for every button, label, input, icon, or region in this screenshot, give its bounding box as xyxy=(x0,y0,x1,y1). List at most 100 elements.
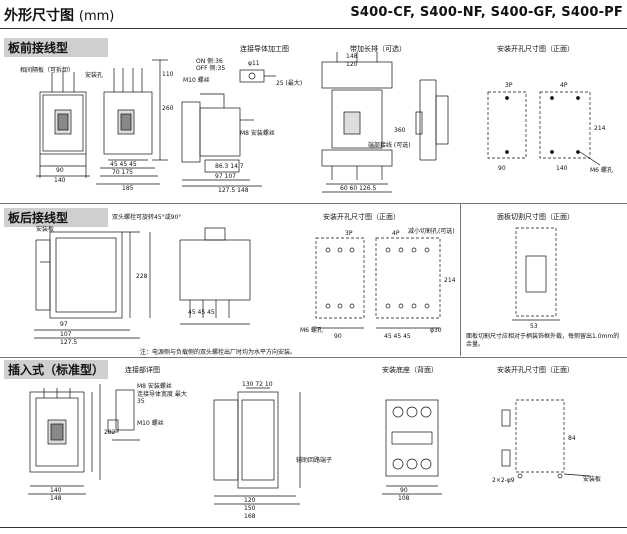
label-m10: M10 螺丝 xyxy=(183,77,210,84)
dim-text: 148 xyxy=(346,53,358,60)
dim-text: 90 xyxy=(334,333,342,340)
caption-cutout-rear: 安装开孔尺寸图（正面） xyxy=(323,213,400,221)
dim-text: 168 xyxy=(244,513,256,520)
caption-panel-cut: 面板切割尺寸图（正面） xyxy=(497,213,574,221)
label-m8-front: M8 安装螺丝 xyxy=(240,130,275,137)
front-view-cover xyxy=(36,72,90,178)
page-title: 外形尺寸图 (mm) xyxy=(4,8,115,24)
caption-cutout-front: 安装开孔尺寸图（正面） xyxy=(497,45,574,53)
cutout-front xyxy=(487,91,591,159)
dim-text: 110 xyxy=(162,71,174,78)
front-view-open xyxy=(96,59,168,185)
dim-text: 97 xyxy=(60,321,68,328)
label-phi11: φ11 xyxy=(248,60,260,67)
label-m6-front: M6 螺孔 xyxy=(590,167,613,174)
page-header: 外形尺寸图 (mm) S400-CF, S400-NF, S400-GF, S4… xyxy=(0,0,627,29)
dim-text: 148 xyxy=(50,495,62,502)
plugin-side-view xyxy=(213,387,301,505)
label-off-side: OFF 侧:35 xyxy=(196,65,226,72)
dim-text: 84 xyxy=(568,435,576,442)
extended-terminal-view xyxy=(321,52,393,193)
label-max25: 25 (最大) xyxy=(276,80,303,87)
label-phi30: φ30 xyxy=(430,327,442,334)
label-m8-plugin: M8 安装螺丝 xyxy=(137,383,172,390)
dim-text: 140 xyxy=(556,165,568,172)
dim-text: 108 xyxy=(398,495,410,502)
caption-detail: 连接部详图 xyxy=(125,366,160,374)
plugin-base-view xyxy=(382,399,442,495)
dim-text: 60 60 126.5 xyxy=(340,185,376,192)
dim-text: 214 xyxy=(594,125,606,132)
dim-text: 140 xyxy=(50,487,62,494)
dim-text: 140 xyxy=(54,177,66,184)
plugin-front-view xyxy=(28,384,101,495)
label-terminal-opt: 端部接线 (可选) xyxy=(368,142,411,149)
label-4p-front: 4P xyxy=(560,82,568,89)
dim-text: 86.3 14.7 xyxy=(215,163,244,170)
conductor-detail xyxy=(239,69,276,83)
label-plate-width: 连接导体宽度 最大35 xyxy=(137,391,187,405)
label-aux-terminal: 辅助回路端子 xyxy=(296,457,333,464)
label-holes: 2×2-φ9 xyxy=(492,477,515,484)
label-panel-note: 面板切割尺寸应相对于柄装饰框外裁，每侧留出1.0mm的余量。 xyxy=(466,333,620,348)
label-cover: 相间隔板（可拆卸） xyxy=(20,67,75,74)
plugin-detail-view xyxy=(107,389,140,441)
section-label-rear: 板后接线型 xyxy=(4,208,108,227)
caption-terminal: 带加长排（可选） xyxy=(350,45,406,53)
dim-text: 45 45 45 xyxy=(188,309,215,316)
dim-text: 70 175 xyxy=(112,169,133,176)
dim-text: 214 xyxy=(444,277,456,284)
rear-cutout-holes xyxy=(316,247,440,329)
caption-base: 安装底座（背面） xyxy=(382,366,438,374)
label-m10-plugin: M10 螺丝 xyxy=(137,420,164,427)
dim-text: 120 xyxy=(346,61,358,68)
rear-cutout xyxy=(315,237,441,319)
dim-text: 120 xyxy=(244,497,256,504)
dim-text: 53 xyxy=(530,323,538,330)
extended-side-view xyxy=(415,79,449,161)
plugin-cutout-view xyxy=(501,399,591,479)
cutout-front-holes xyxy=(505,96,601,166)
label-3p-rear: 3P xyxy=(345,230,353,237)
dim-text: 97 107 xyxy=(215,173,236,180)
dim-text: 130 72 10 xyxy=(242,381,273,388)
section-divider xyxy=(0,357,627,358)
panel-cut-view xyxy=(512,227,560,321)
dim-text: 127.5 148 xyxy=(218,187,249,194)
dim-text: 260 xyxy=(162,105,174,112)
side-view-front xyxy=(181,93,262,187)
label-mount-plate: 安装板 xyxy=(36,226,55,233)
dim-text: 127.5 xyxy=(60,339,77,346)
label-3p-front: 3P xyxy=(505,82,513,89)
dim-text: 45 45 45 xyxy=(384,333,411,340)
dim-text: 90 xyxy=(56,167,64,174)
dim-text: 150 xyxy=(244,505,256,512)
label-hole: 安装孔 xyxy=(85,72,104,79)
model-list: S400-CF, S400-NF, S400-GF, S400-PF xyxy=(350,5,623,20)
footer-line xyxy=(0,527,627,528)
label-4p-rear: 4P xyxy=(392,230,400,237)
label-bolt-rotate: 双头螺栓可旋转45°或90° xyxy=(112,214,182,221)
dim-text: 228 xyxy=(136,273,148,280)
dim-text: 107 xyxy=(60,331,72,338)
section-label-plugin: 插入式（标准型） xyxy=(4,360,108,379)
label-rear-note: 注：电源侧与负载侧的双头螺栓出厂时均为水平方向安装。 xyxy=(140,349,297,356)
section-vdivider xyxy=(460,204,461,356)
dim-text: 45 45 45 xyxy=(110,161,137,168)
rear-side-view xyxy=(34,231,151,339)
dim-text: 360 xyxy=(394,127,406,134)
dim-text: 282 xyxy=(104,429,116,436)
caption-conductor: 连接导体加工图 xyxy=(240,45,289,53)
dim-text: 90 xyxy=(400,487,408,494)
dim-text: 185 xyxy=(122,185,134,192)
rear-front-view xyxy=(179,227,251,325)
label-m6-rear: M6 螺孔 xyxy=(300,327,323,334)
caption-cutout-plugin: 安装开孔尺寸图（正面） xyxy=(497,366,574,374)
label-handle-cut: 减小切割孔(可选) xyxy=(408,228,455,235)
label-on-side: ON 侧:36 xyxy=(196,58,223,65)
dim-text: 90 xyxy=(498,165,506,172)
label-mount-plate-plugin: 安装板 xyxy=(583,476,602,483)
section-divider xyxy=(0,203,627,204)
